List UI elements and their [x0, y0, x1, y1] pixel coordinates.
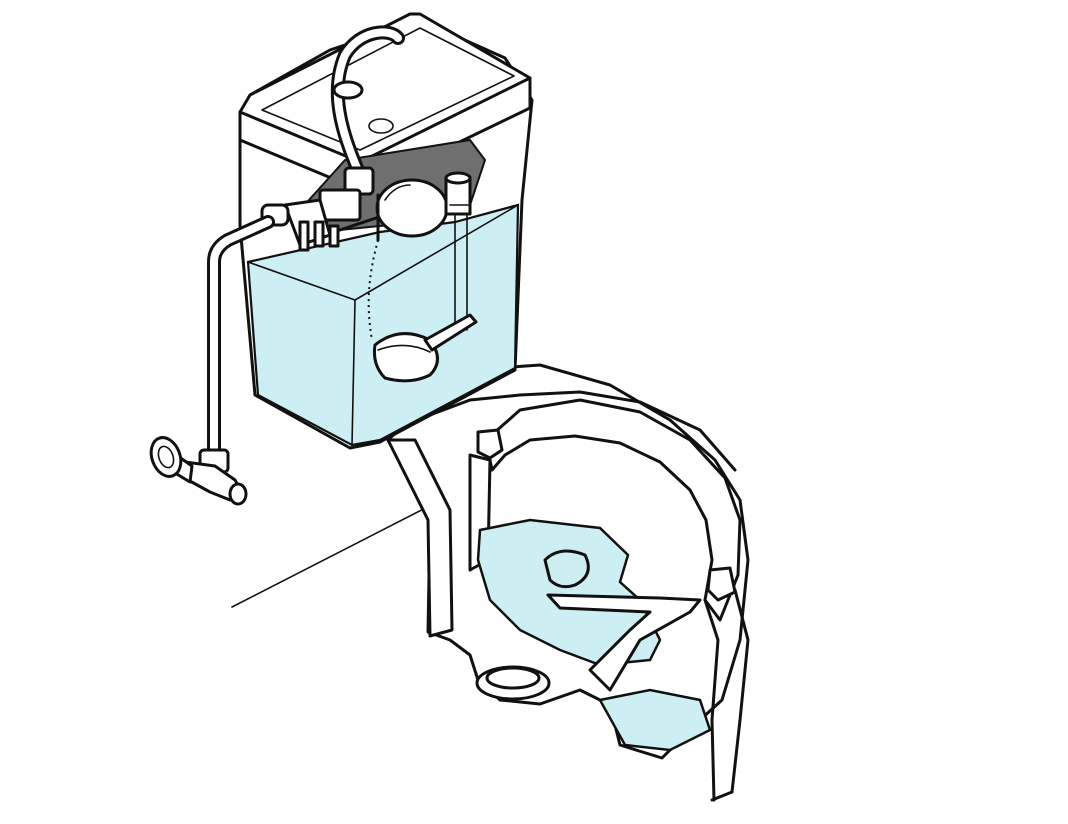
- flapper: [373, 313, 478, 383]
- supply-line: [207, 215, 275, 462]
- floor-line: [231, 497, 446, 608]
- tank: [238, 12, 534, 450]
- bowl-water: [476, 518, 662, 667]
- trap-water: [598, 688, 712, 752]
- shut-off-valve: [149, 436, 248, 506]
- overflow-tube: [444, 171, 472, 331]
- shutoff-handle-icon: [149, 436, 183, 478]
- bowl: [386, 363, 750, 802]
- fill-valve: [260, 166, 375, 252]
